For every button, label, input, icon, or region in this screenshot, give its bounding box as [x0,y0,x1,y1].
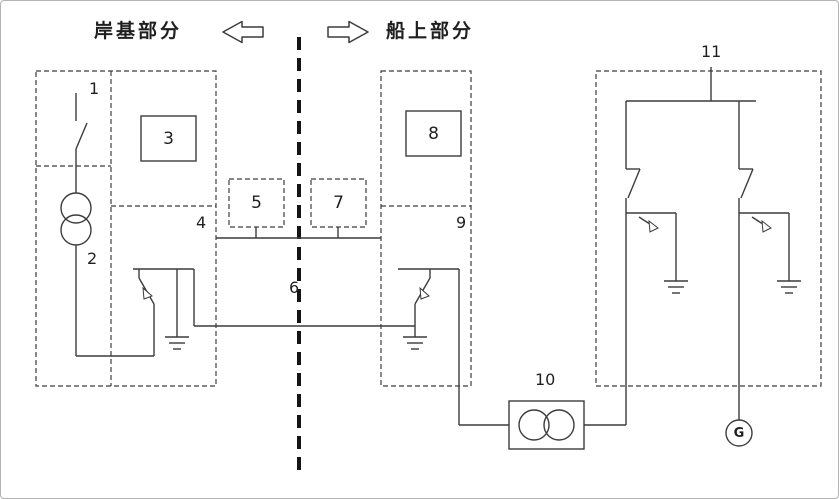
label-4: 4 [196,213,207,232]
switchboard-feeder-2-icon [738,101,801,420]
label-11: 11 [701,42,722,61]
shore-section-label: 岸基部分 [94,20,183,42]
direction-arrows [222,20,369,44]
generator-label: G [733,425,745,441]
shore-cabinet-outline [35,70,217,387]
label-10: 10 [535,370,556,389]
label-2: 2 [87,249,98,268]
component-box-5: 5 [251,193,262,213]
component-box-3-outline [140,115,197,162]
ship-cabinet-outline [380,70,472,387]
control-connection-line [216,227,381,239]
component-box-8-outline [405,110,462,157]
switchboard-outline [595,67,822,387]
shore-disconnector-icon [75,93,88,193]
component-box-3: 3 [163,128,174,149]
ship-transformer-icon [459,400,626,450]
label-9: 9 [456,213,467,232]
shore-transformer-icon [60,192,155,357]
label-1: 1 [89,79,100,98]
generator-icon [725,419,753,447]
ship-section-label: 船上部分 [386,20,475,42]
left-arrow-icon [222,20,264,44]
shore-breaker-icon [133,268,195,350]
right-arrow-icon [327,20,369,44]
switchboard-feeder-1-icon [625,101,688,425]
component-box-7: 7 [333,193,344,213]
component-box-8: 8 [428,123,439,144]
label-6: 6 [289,278,300,297]
ship-breaker-icon [398,268,460,425]
